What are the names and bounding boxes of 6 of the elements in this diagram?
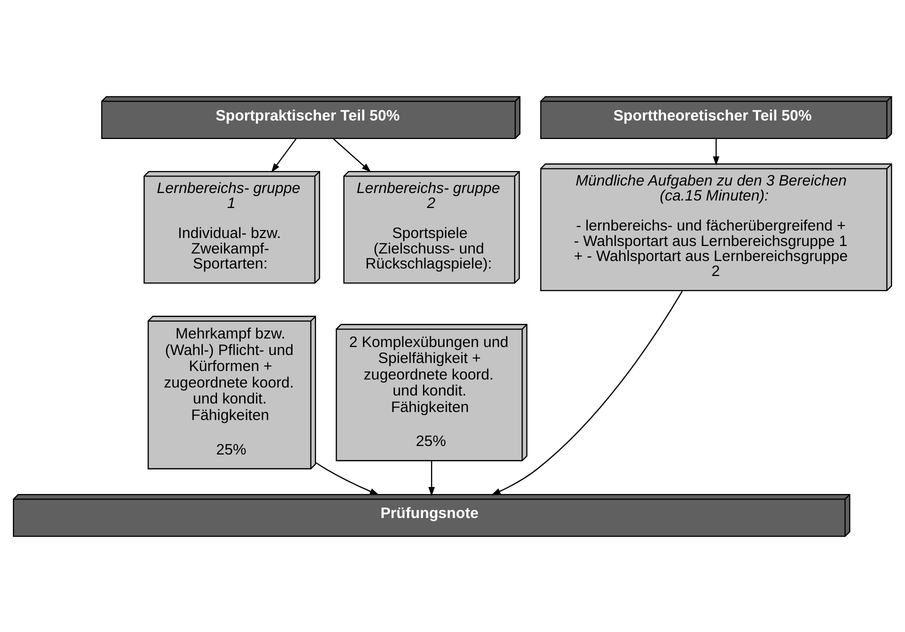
arrow — [333, 138, 372, 172]
arrow — [428, 460, 435, 496]
arrow — [712, 138, 720, 166]
arrow — [271, 138, 296, 172]
arrow — [491, 290, 683, 495]
arrow — [315, 462, 380, 495]
